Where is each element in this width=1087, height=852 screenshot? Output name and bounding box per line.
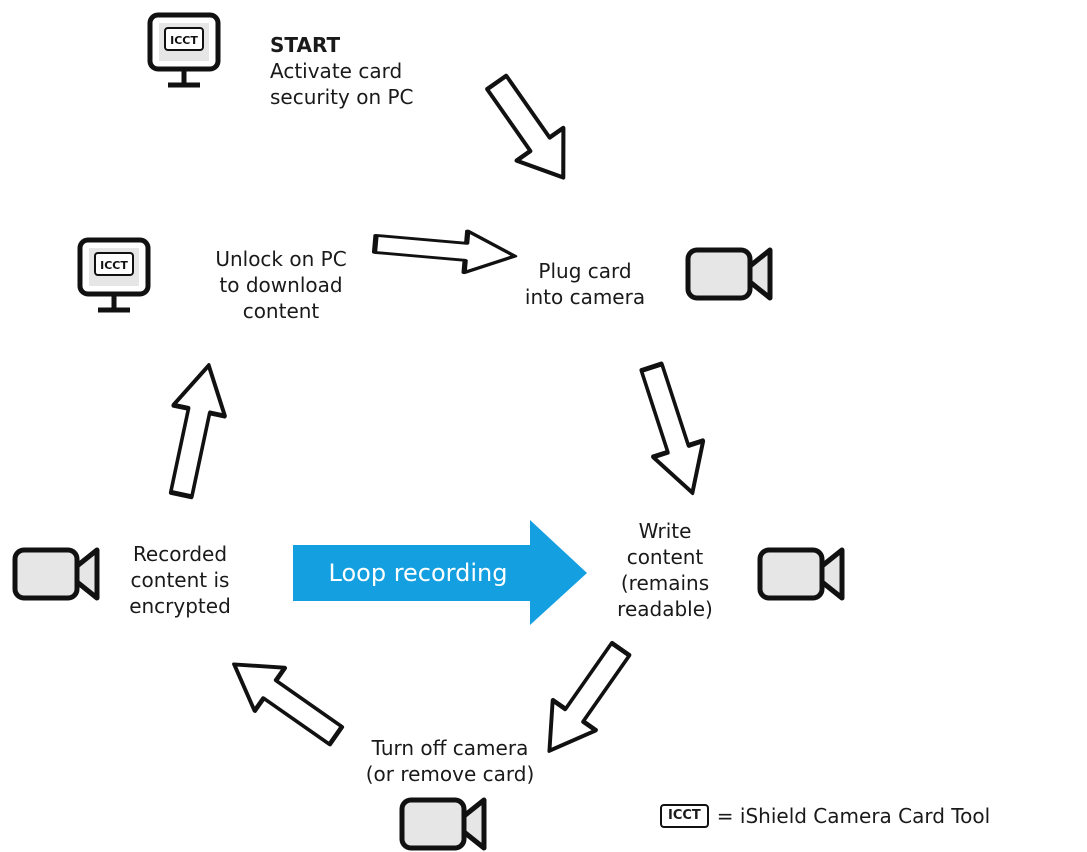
recorded-line: encrypted xyxy=(129,594,231,618)
step-recorded-encrypted: Recorded content is encrypted xyxy=(110,541,250,619)
start-title: START xyxy=(270,33,341,57)
arrow-icon xyxy=(473,66,586,194)
legend-tag: ICCT xyxy=(660,804,709,828)
camera-icon xyxy=(402,800,484,848)
recorded-line: content is xyxy=(130,568,230,592)
monitor-icon: ICCT xyxy=(150,15,218,85)
step-unlock: Unlock on PC to download content xyxy=(196,246,366,324)
loop-recording-label: Loop recording xyxy=(328,559,508,587)
step-start: START Activate card security on PC xyxy=(270,32,414,110)
write-line: content xyxy=(626,545,704,569)
arrow-icon xyxy=(626,359,717,501)
turnoff-line: Turn off camera xyxy=(371,736,529,760)
legend-text: = iShield Camera Card Tool xyxy=(716,804,991,828)
loop-recording-arrow xyxy=(293,520,587,625)
unlock-line: content xyxy=(242,299,320,323)
monitor-icon-label: ICCT xyxy=(170,34,198,47)
write-line: Write xyxy=(638,519,692,543)
write-line: readable) xyxy=(617,597,713,621)
camera-icon xyxy=(760,550,842,598)
start-line: Activate card xyxy=(270,59,403,83)
recorded-line: Recorded xyxy=(132,542,228,566)
arrow-icon xyxy=(373,223,516,277)
arrow-icon xyxy=(219,643,351,757)
arrow-icon xyxy=(155,360,234,500)
step-plug-card: Plug card into camera xyxy=(500,258,670,310)
turnoff-line: (or remove card) xyxy=(365,762,535,786)
monitor-icon-label: ICCT xyxy=(100,259,128,272)
write-line: (remains xyxy=(620,571,710,595)
unlock-line: Unlock on PC xyxy=(215,247,347,271)
step-write-content: Write content (remains readable) xyxy=(600,518,730,622)
unlock-line: to download xyxy=(219,273,343,297)
step-turn-off: Turn off camera (or remove card) xyxy=(340,735,560,787)
plug-line: into camera xyxy=(524,285,646,309)
monitor-icon: ICCT xyxy=(80,240,148,310)
camera-icon xyxy=(15,550,97,598)
legend: ICCT = iShield Camera Card Tool xyxy=(660,801,990,831)
camera-icon xyxy=(688,250,770,298)
start-line: security on PC xyxy=(270,85,414,109)
plug-line: Plug card xyxy=(538,259,632,283)
